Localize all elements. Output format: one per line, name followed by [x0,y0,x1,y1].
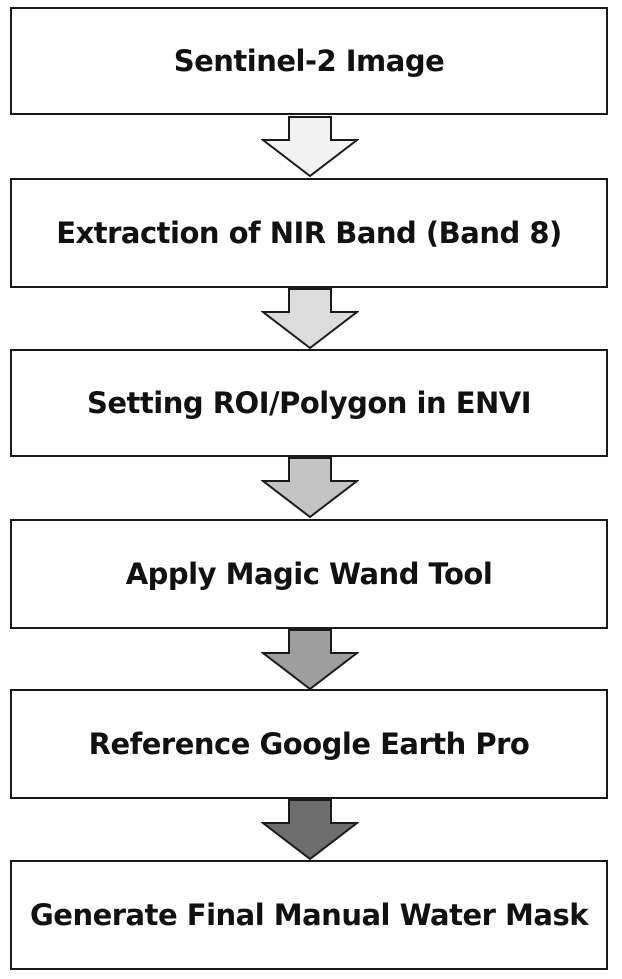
down-arrow-icon [261,116,359,178]
step-box-magic-wand: Apply Magic Wand Tool [10,519,608,629]
step-box-sentinel-image: Sentinel-2 Image [10,7,608,115]
step-box-final-water-mask: Generate Final Manual Water Mask [10,860,608,970]
down-arrow-icon [261,629,359,691]
step-label: Setting ROI/Polygon in ENVI [86,386,532,420]
step-label: Apply Magic Wand Tool [125,557,493,591]
down-arrow-icon [261,457,359,519]
step-label: Reference Google Earth Pro [88,727,530,761]
down-arrow-icon [261,799,359,861]
step-label: Generate Final Manual Water Mask [29,898,589,932]
step-box-google-earth-reference: Reference Google Earth Pro [10,689,608,799]
down-arrow-icon [261,288,359,350]
step-box-set-roi-polygon: Setting ROI/Polygon in ENVI [10,349,608,457]
step-label: Sentinel-2 Image [173,44,445,78]
step-box-extract-nir-band: Extraction of NIR Band (Band 8) [10,178,608,288]
step-label: Extraction of NIR Band (Band 8) [56,216,562,250]
